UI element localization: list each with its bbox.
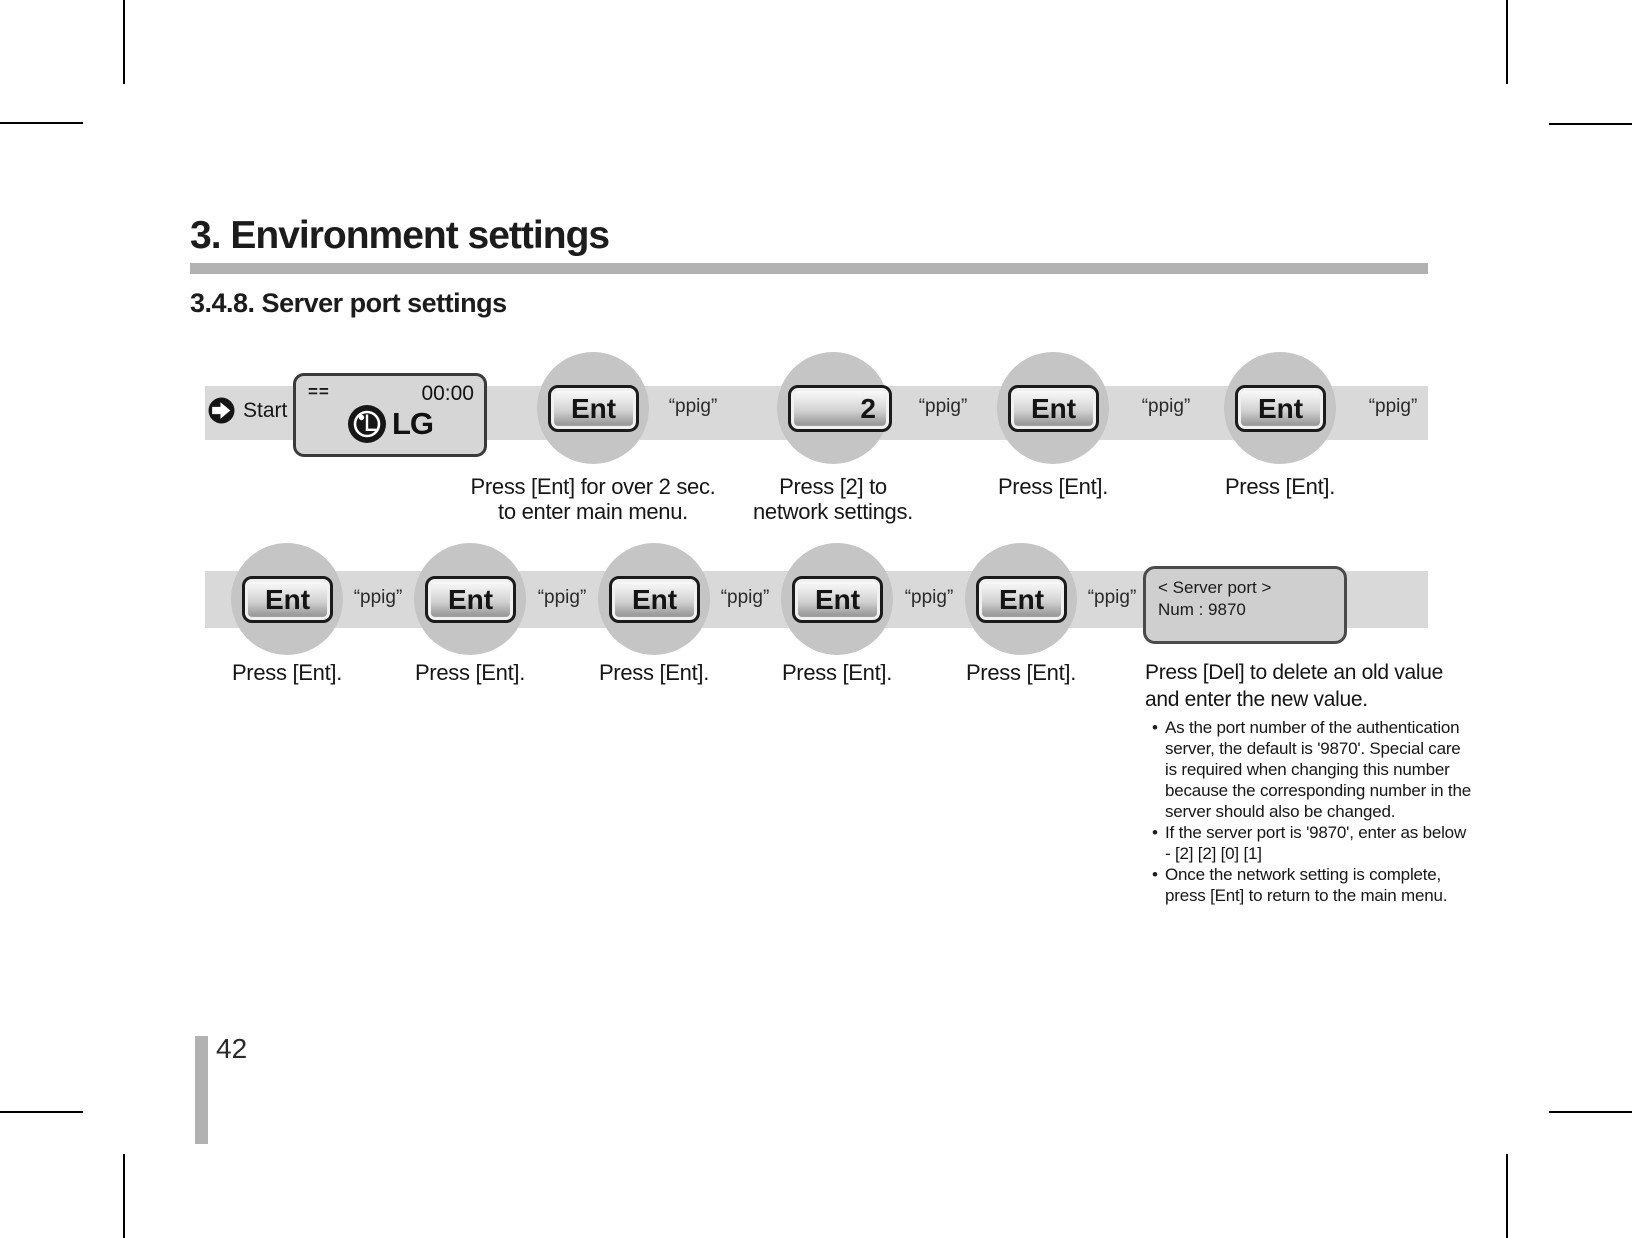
caption-line: Press [Ent] for over 2 sec.	[470, 474, 716, 499]
crop-mark-top-right-v	[1506, 0, 1508, 84]
ent-button: Ent	[1008, 385, 1099, 432]
step-caption: Press [Ent].	[598, 660, 710, 685]
signal-word: “ppig”	[1087, 587, 1137, 608]
page-number: 42	[216, 1033, 248, 1064]
signal-word: “ppig”	[918, 396, 968, 417]
lcd-top-row: == 00:00	[296, 376, 484, 406]
caption-line: Press [2] to	[779, 474, 887, 499]
step-caption: Press [Ent].	[231, 660, 343, 685]
page-title: 3. Environment settings	[190, 214, 610, 257]
page-number-bar	[195, 1036, 208, 1144]
server-port-value: Num : 9870	[1158, 600, 1246, 619]
step-caption: Press [Ent] for over 2 sec. to enter mai…	[423, 474, 763, 524]
start-arrow-icon	[208, 397, 235, 424]
key-node-2: 2	[777, 352, 892, 464]
start-label: Start	[243, 398, 288, 422]
bullet-icon: •	[1152, 865, 1158, 884]
signal-word: “ppig”	[353, 587, 403, 608]
lg-logo-icon	[347, 404, 387, 444]
bullet-text: As the port number of the authentication…	[1165, 718, 1471, 821]
lcd-brand-row: LG	[296, 404, 484, 444]
crop-mark-top-left-v	[123, 0, 125, 84]
notes-block: Press [Del] to delete an old value and e…	[1145, 659, 1475, 906]
start-step: Start	[208, 397, 287, 424]
note-bullet: • Once the network setting is complete, …	[1152, 864, 1475, 906]
crop-mark-bottom-right-h	[1549, 1111, 1632, 1113]
server-port-title: < Server port >	[1158, 578, 1272, 597]
key-node-ent-8: Ent	[965, 543, 1077, 655]
key-node-ent-1: Ent	[537, 352, 649, 464]
bullet-text: Once the network setting is complete, pr…	[1165, 865, 1448, 905]
step-caption: Press [Ent].	[1110, 474, 1450, 499]
bullet-text: If the server port is '9870', enter as b…	[1165, 823, 1467, 863]
signal-word: “ppig”	[668, 396, 718, 417]
step-caption: Press [Ent].	[414, 660, 526, 685]
section-title: 3.4.8. Server port settings	[190, 288, 507, 318]
crop-mark-bottom-left-h	[0, 1111, 83, 1113]
key-node-ent-2: Ent	[997, 352, 1109, 464]
key-node-ent-3: Ent	[1224, 352, 1336, 464]
ent-button: Ent	[425, 576, 516, 623]
note-bullet: • If the server port is '9870', enter as…	[1152, 822, 1475, 864]
crop-mark-bottom-right-v	[1506, 1154, 1508, 1238]
caption-line: network settings.	[753, 499, 913, 524]
note-bullet: • As the port number of the authenticati…	[1152, 717, 1475, 822]
ent-button: Ent	[976, 576, 1067, 623]
signal-word: “ppig”	[1141, 396, 1191, 417]
ent-button: Ent	[242, 576, 333, 623]
crop-mark-top-left-h	[0, 122, 83, 124]
lcd-display: == 00:00 LG	[293, 373, 487, 457]
step-caption: Press [2] to network settings.	[663, 474, 1003, 524]
ent-button: Ent	[792, 576, 883, 623]
num-2-button: 2	[788, 385, 892, 432]
caption-line: to enter main menu.	[498, 499, 688, 524]
key-node-ent-5: Ent	[414, 543, 526, 655]
crop-mark-bottom-left-v	[123, 1154, 125, 1238]
signal-word: “ppig”	[1368, 396, 1418, 417]
notes-heading: Press [Del] to delete an old value and e…	[1145, 661, 1443, 711]
caption-line: Press [Ent].	[997, 474, 1109, 499]
title-underline-bar	[190, 263, 1428, 274]
ent-button: Ent	[609, 576, 700, 623]
signal-word: “ppig”	[537, 587, 587, 608]
step-caption: Press [Ent].	[883, 474, 1223, 499]
step-caption: Press [Ent].	[965, 660, 1077, 685]
server-port-display: < Server port > Num : 9870	[1143, 566, 1347, 644]
step-caption: Press [Ent].	[781, 660, 893, 685]
key-node-ent-6: Ent	[598, 543, 710, 655]
key-node-ent-4: Ent	[231, 543, 343, 655]
crop-mark-top-right-h	[1549, 123, 1632, 125]
ent-button: Ent	[548, 385, 639, 432]
signal-word: “ppig”	[720, 587, 770, 608]
lcd-status-text: ==	[308, 382, 330, 401]
bullet-icon: •	[1152, 823, 1158, 842]
caption-line: Press [Ent].	[1224, 474, 1336, 499]
bullet-icon: •	[1152, 718, 1158, 737]
lg-brand-text: LG	[391, 406, 434, 441]
ent-button: Ent	[1235, 385, 1326, 432]
signal-word: “ppig”	[904, 587, 954, 608]
notes-bullets: • As the port number of the authenticati…	[1145, 717, 1475, 906]
key-node-ent-7: Ent	[781, 543, 893, 655]
lcd-clock-text: 00:00	[421, 382, 474, 405]
